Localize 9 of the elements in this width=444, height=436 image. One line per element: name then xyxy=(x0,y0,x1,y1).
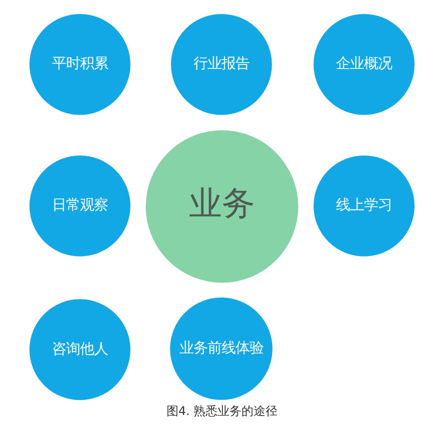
node-circle: 线上学习 xyxy=(311,153,417,259)
node-circle: 业务前线体验 xyxy=(168,295,275,402)
node-circle: 平时积累 xyxy=(27,12,133,118)
caption: 图4. 熟悉业务的途径 xyxy=(166,404,278,418)
node-circle: 企业概况 xyxy=(311,12,417,118)
node-circle: 行业报告 xyxy=(168,12,274,118)
node-circle: 咨询他人 xyxy=(27,296,133,402)
node-circle: 业务 xyxy=(146,130,298,283)
node-circle: 日常观察 xyxy=(27,153,133,259)
